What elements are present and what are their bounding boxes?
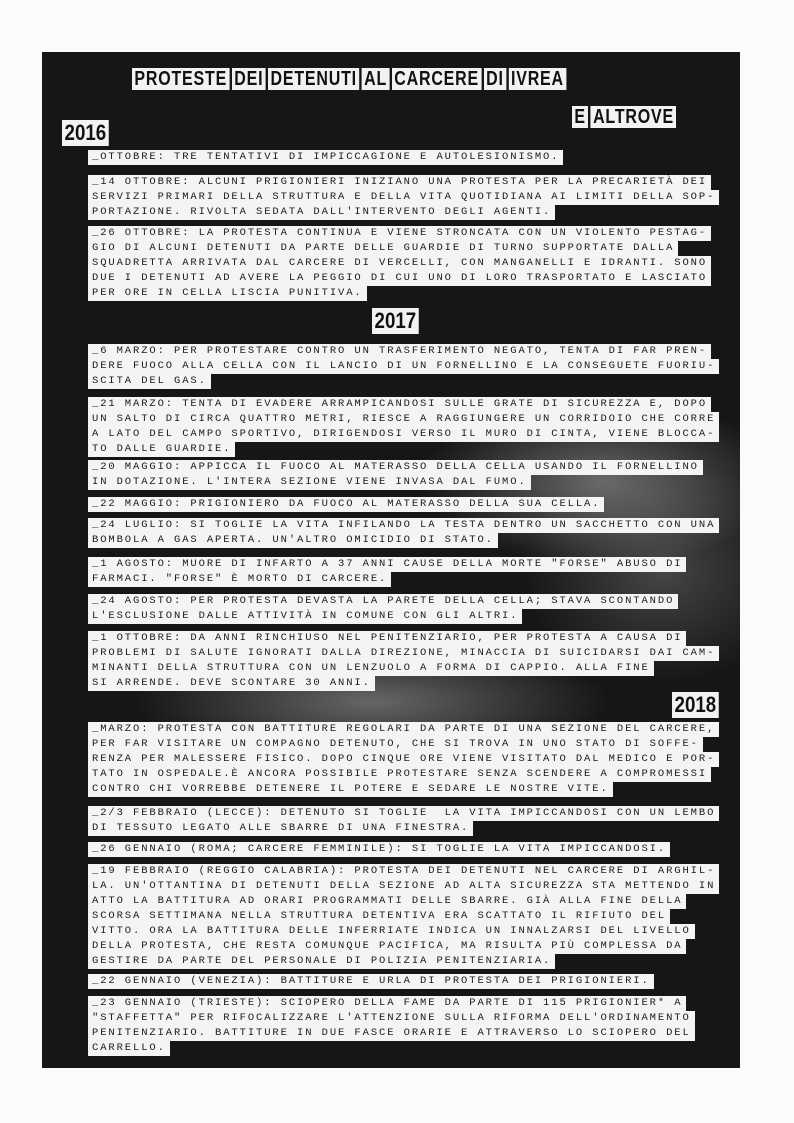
entry-line: PER ORE IN CELLA LISCIA PUNITIVA.	[88, 286, 367, 301]
timeline-entry: _OTTOBRE: TRE TENTATIVI DI IMPICCAGIONE …	[88, 150, 564, 165]
entry-line: DERE FUOCO ALLA CELLA CON IL LANCIO DI U…	[88, 359, 720, 374]
title-word: ALTROVE	[590, 106, 677, 128]
entry-line: VITTO. ORA LA BATTITURA DELLE INFERRIATE…	[88, 924, 695, 939]
title-word: CARCERE	[391, 68, 482, 90]
year-2018: 2018	[672, 692, 719, 718]
entry-line: SCORSA SETTIMANA NELLA STRUTTURA DETENTI…	[88, 909, 671, 924]
entry-line: ATTO LA BATTITURA AD ORARI PROGRAMMATI D…	[88, 894, 687, 909]
entry-line: _26 OTTOBRE: LA PROTESTA CONTINUA E VIEN…	[88, 226, 712, 241]
entry-line: PROBLEMI DI SALUTE IGNORATI DALLA DIREZI…	[88, 646, 720, 661]
entry-line: _2/3 FEBBRAIO (LECCE): DETENUTO SI TOGLI…	[88, 806, 720, 821]
entry-line: _24 AGOSTO: PER PROTESTA DEVASTA LA PARE…	[88, 594, 679, 609]
entry-line: GESTIRE DA PARTE DEL PERSONALE DI POLIZI…	[88, 954, 556, 969]
entry-line: _1 OTTOBRE: DA ANNI RINCHIUSO NEL PENITE…	[88, 631, 687, 646]
entry-line: _21 MARZO: TENTA DI EVADERE ARRAMPICANDO…	[88, 397, 712, 412]
entry-line: TATO IN OSPEDALE.È ANCORA POSSIBILE PROT…	[88, 767, 712, 782]
entry-line: _1 AGOSTO: MUORE DI INFARTO A 37 ANNI CA…	[88, 557, 687, 572]
timeline-entry: _22 MAGGIO: PRIGIONIERO DA FUOCO AL MATE…	[88, 497, 605, 512]
entry-line: FARMACI. "FORSE" È MORTO DI CARCERE.	[88, 572, 392, 587]
entry-line: LA. UN'OTTANTINA DI DETENUTI DELLA SEZIO…	[88, 879, 720, 894]
entry-line: UN SALTO DI CIRCA QUATTRO METRI, RIESCE …	[88, 412, 720, 427]
title-word: E	[572, 106, 589, 128]
title-word: AL	[361, 68, 390, 90]
entry-line: PENITENZIARIO. BATTITURE IN DUE FASCE OR…	[88, 1026, 695, 1041]
timeline-entry: _14 OTTOBRE: ALCUNI PRIGIONIERI INIZIANO…	[88, 175, 720, 220]
timeline-entry: _21 MARZO: TENTA DI EVADERE ARRAMPICANDO…	[88, 397, 720, 457]
timeline-entry: _26 OTTOBRE: LA PROTESTA CONTINUA E VIEN…	[88, 226, 712, 301]
entry-line: _22 MAGGIO: PRIGIONIERO DA FUOCO AL MATE…	[88, 497, 605, 512]
entry-line: _24 LUGLIO: SI TOGLIE LA VITA INFILANDO …	[88, 518, 720, 533]
entry-line: DI TESSUTO LEGATO ALLE SBARRE DI UNA FIN…	[88, 821, 474, 836]
timeline-entry: _22 GENNAIO (VENEZIA): BATTITURE E URLA …	[88, 974, 654, 989]
timeline-entry: _6 MARZO: PER PROTESTARE CONTRO UN TRASF…	[88, 344, 720, 389]
entry-line: MINANTI DELLA STRUTTURA CON UN LENZUOLO …	[88, 661, 654, 676]
year-2016: 2016	[62, 120, 109, 146]
entry-line: _22 GENNAIO (VENEZIA): BATTITURE E URLA …	[88, 974, 654, 989]
entry-line: DUE I DETENUTI AD AVERE LA PEGGIO DI CUI…	[88, 271, 712, 286]
entry-line: CONTRO CHI VORREBBE DETENERE IL POTERE E…	[88, 782, 613, 797]
title-word: IVREA	[508, 68, 567, 90]
timeline-entry: _24 AGOSTO: PER PROTESTA DEVASTA LA PARE…	[88, 594, 679, 624]
entry-line: _6 MARZO: PER PROTESTARE CONTRO UN TRASF…	[88, 344, 712, 359]
timeline-entry: _MARZO: PROTESTA CON BATTITURE REGOLARI …	[88, 722, 720, 797]
year-2017: 2017	[372, 308, 419, 334]
entry-line: RENZA PER MALESSERE FISICO. DOPO CINQUE …	[88, 752, 720, 767]
timeline-entry: _1 AGOSTO: MUORE DI INFARTO A 37 ANNI CA…	[88, 557, 687, 587]
timeline-entry: _26 GENNAIO (ROMA; CARCERE FEMMINILE): S…	[88, 842, 671, 857]
entry-line: _20 MAGGIO: APPICCA IL FUOCO AL MATERASS…	[88, 460, 703, 475]
timeline-entry: _24 LUGLIO: SI TOGLIE LA VITA INFILANDO …	[88, 518, 720, 548]
entry-line: _19 FEBBRAIO (REGGIO CALABRIA): PROTESTA…	[88, 864, 720, 879]
entry-line: GIO DI ALCUNI DETENUTI DA PARTE DELLE GU…	[88, 241, 679, 256]
entry-line: DELLA PROTESTA, CHE RESTA COMUNQUE PACIF…	[88, 939, 687, 954]
entry-line: _MARZO: PROTESTA CON BATTITURE REGOLARI …	[88, 722, 720, 737]
entry-line: BOMBOLA A GAS APERTA. UN'ALTRO OMICIDIO …	[88, 533, 498, 548]
entry-line: A LATO DEL CAMPO SPORTIVO, DIRIGENDOSI V…	[88, 427, 720, 442]
entry-line: L'ESCLUSIONE DALLE ATTIVITÀ IN COMUNE CO…	[88, 609, 523, 624]
entry-line: "STAFFETTA" PER RIFOCALIZZARE L'ATTENZIO…	[88, 1011, 695, 1026]
title-word: PROTESTE	[132, 68, 230, 90]
timeline-entry: _1 OTTOBRE: DA ANNI RINCHIUSO NEL PENITE…	[88, 631, 720, 691]
entry-line: _14 OTTOBRE: ALCUNI PRIGIONIERI INIZIANO…	[88, 175, 712, 190]
entry-line: TO DALLE GUARDIE.	[88, 442, 236, 457]
entry-line: SQUADRETTA ARRIVATA DAL CARCERE DI VERCE…	[88, 256, 712, 271]
entry-line: _26 GENNAIO (ROMA; CARCERE FEMMINILE): S…	[88, 842, 671, 857]
entry-line: CARRELLO.	[88, 1041, 170, 1056]
entry-line: SCITA DEL GAS.	[88, 374, 211, 389]
entry-line: _23 GENNAIO (TRIESTE): SCIOPERO DELLA FA…	[88, 996, 687, 1011]
entry-line: IN DOTAZIONE. L'INTERA SEZIONE VIENE INV…	[88, 475, 531, 490]
entry-line: SI ARRENDE. DEVE SCONTARE 30 ANNI.	[88, 676, 375, 691]
timeline-entry: _20 MAGGIO: APPICCA IL FUOCO AL MATERASS…	[88, 460, 703, 490]
timeline-entry: _23 GENNAIO (TRIESTE): SCIOPERO DELLA FA…	[88, 996, 695, 1056]
title-word: DEI	[231, 68, 266, 90]
timeline-entry: _2/3 FEBBRAIO (LECCE): DETENUTO SI TOGLI…	[88, 806, 720, 836]
title-word: DI	[483, 68, 507, 90]
entry-line: PER FAR VISITARE UN COMPAGNO DETENUTO, C…	[88, 737, 703, 752]
entry-line: PORTAZIONE. RIVOLTA SEDATA DALL'INTERVEN…	[88, 205, 556, 220]
timeline-entry: _19 FEBBRAIO (REGGIO CALABRIA): PROTESTA…	[88, 864, 720, 969]
entry-line: SERVIZI PRIMARI DELLA STRUTTURA E DELLA …	[88, 190, 720, 205]
title-word: DETENUTI	[268, 68, 360, 90]
entry-line: _OTTOBRE: TRE TENTATIVI DI IMPICCAGIONE …	[88, 150, 564, 165]
